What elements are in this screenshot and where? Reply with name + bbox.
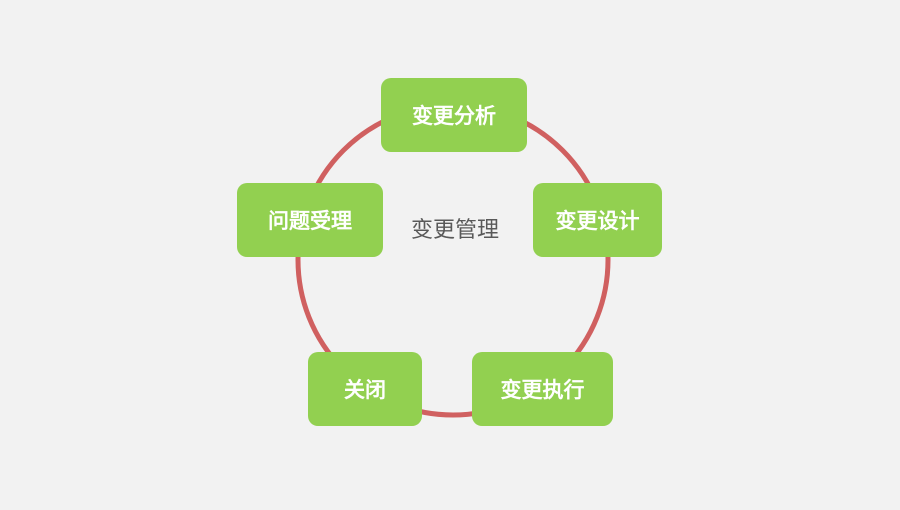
node-change-execution: 变更执行 [472,352,613,426]
node-change-analysis: 变更分析 [381,78,527,152]
node-change-design: 变更设计 [533,183,662,257]
node-close: 关闭 [308,352,422,426]
diagram-title: 变更管理 [410,218,499,243]
node-issue-intake: 问题受理 [237,183,383,257]
